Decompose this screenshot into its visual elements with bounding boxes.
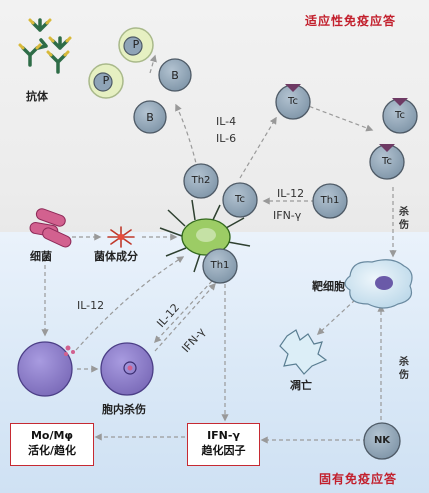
intracellular-kill-label: 胞内杀伤 [102,403,146,416]
nk-cell [363,422,401,460]
arrow-target-to-apoptosis [316,299,356,335]
tc-top-label-3: Tc [382,156,392,167]
th1-cell-right [312,183,348,219]
th1-cell [202,248,238,284]
plasma-cell-1 [118,27,154,63]
tc-top-label-1: Tc [288,96,298,107]
tc-top-label-2: Tc [395,110,405,121]
il4-label: IL-4 [216,115,237,128]
adaptive-immunity-region [0,0,429,232]
b-cell-label-1: B [171,69,179,82]
bacteria-icon [29,208,72,248]
arrow-tc-to-tc [302,103,374,132]
plasma-label-1: P [132,38,140,51]
receptor-icon [392,98,408,106]
bacterial-component-icon [107,226,135,248]
mo-box-line2: 活化/趋化 [27,444,77,457]
mo-activation-box: Mo/Mφ 活化/趋化 [10,423,94,466]
arrow-dc-to-tc [239,116,277,179]
plasma-cell-2 [88,63,124,99]
target-nucleus [375,276,393,290]
tc-cell-center [222,182,258,218]
arrow-b-to-b [149,54,157,74]
b-cell-2 [133,100,167,134]
th2-label: Th2 [191,175,211,186]
adaptive-title: 适应性免疫应答 [305,14,397,28]
kill-bottom-label: 杀伤 [399,357,409,381]
tc-center-label: Tc [235,194,245,205]
receptor-icon [379,144,395,152]
ifn-box-line1: IFN-γ [207,429,240,442]
apoptotic-cell [279,329,328,375]
il6-label: IL-6 [216,132,237,145]
bacteria-label: 细菌 [30,250,52,263]
il12-left-label: IL-12 [77,299,105,312]
antibody-icon [21,18,69,74]
antibody-tips-icon [18,18,72,57]
bacterial-component-label: 菌体成分 [94,250,138,263]
b-cell-1 [158,58,192,92]
th2-cell [183,163,219,199]
arrow-mac-to-th1 [154,282,216,352]
receptor-icon [285,84,301,92]
innate-title: 固有免疫应答 [319,472,398,486]
dendritic-cell-icon [159,199,251,273]
apoptosis-label: 凋亡 [290,379,312,392]
mo-box-line1: Mo/Mφ [30,429,74,442]
arrow-il12-to-dc [75,256,185,351]
il12-top-label: IL-12 [277,187,305,200]
b-cell-label-2: B [146,111,154,124]
th1-label: Th1 [210,260,230,271]
th1-right-label: Th1 [320,195,340,206]
nk-label: NK [373,435,391,446]
macrophage-2 [100,342,154,396]
macrophage-1 [17,341,75,397]
ifn-top-label: IFN-γ [273,209,302,222]
kill-top-label: 杀伤 [399,207,409,231]
antibody-label: 抗体 [26,90,48,103]
target-cell-label: 靶细胞 [312,280,345,293]
ifn-box-line2: 趋化因子 [201,444,246,457]
ifn-chemokine-box: IFN-γ 趋化因子 [187,423,260,466]
plasma-label-2: P [102,74,110,87]
